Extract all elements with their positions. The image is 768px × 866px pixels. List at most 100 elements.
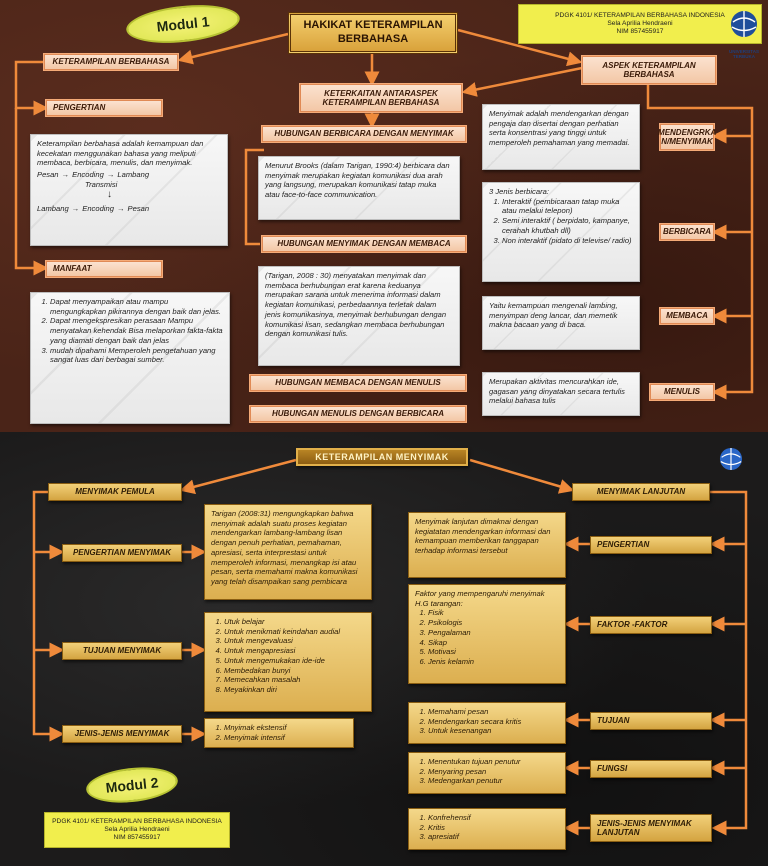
list-item: Non interaktif (pidato di televise/ radi…: [502, 236, 633, 246]
manfaat-content: Dapat menyampaikan atau mampu mengungkap…: [30, 292, 230, 424]
pengertian-label: PENGERTIAN: [53, 103, 106, 113]
hub2-content: (Tarigan, 2008 : 30) menyatakan menyimak…: [258, 266, 460, 366]
pemula-label: MENYIMAK PEMULA: [75, 487, 155, 497]
globe-icon: [731, 11, 757, 37]
keterkaitan-text: KETERKAITAN ANTARASPEK KETERAMPILAN BERB…: [322, 88, 440, 107]
manfaat-list: Dapat menyampaikan atau mampu mengungkap…: [37, 297, 223, 365]
pengertian-menyimak-text: Tarigan (2008:31) mengungkapkan bahwa me…: [211, 509, 358, 587]
title-hakikat-text: HAKIKAT KETERAMPILAN BERBAHASA: [303, 19, 443, 45]
list-item: Memecahkan masalah: [224, 675, 365, 685]
jenis-list: Mnyimak ekstensif Menyimak intensif: [211, 723, 347, 742]
list-item: Untuk mengemukakan ide-ide: [224, 656, 365, 666]
flow2-lambang: Lambang: [37, 203, 69, 213]
membaca-text: Yaitu kemampuan mengenali lambing, menyi…: [489, 301, 618, 330]
fungsi-list: Menentukan tujuan penutur Menyaring pesa…: [415, 757, 559, 786]
list-item: Motivasi: [428, 647, 559, 657]
list-item: Untuk menikmati keindahan audial: [224, 627, 365, 637]
menyimak-node: MENDENGRKA N/MENYIMAK: [658, 124, 716, 150]
pengertian-text: Keterampilan berbahasa adalah kemampuan …: [37, 139, 204, 168]
menulis-node: MENULIS: [650, 384, 714, 400]
jenis-label: JENIS-JENIS MENYIMAK: [74, 729, 170, 739]
faktor-label: FAKTOR -FAKTOR: [597, 620, 668, 630]
flow-row-2: Lambang→ Encoding→ Pesan: [37, 204, 221, 214]
identity-card-top: PDGK 4101/ KETERAMPILAN BERBAHASA INDONE…: [518, 4, 762, 44]
student-name: Sela Aprilia Hendraeni: [104, 825, 170, 833]
list-item: mudah dipahami Memperoleh pengetahuan ya…: [50, 346, 223, 365]
list-item: Menyimak intensif: [224, 733, 347, 743]
arrow-down-icon: ↓: [107, 188, 112, 200]
list-item: Menentukan tujuan penutur: [428, 757, 559, 767]
menyimak-pemula-node: MENYIMAK PEMULA: [48, 483, 182, 501]
list-item: Untuk mengapresiasi: [224, 646, 365, 656]
hub-membaca-menulis-node: HUBUNGAN MEMBACA DENGAN MENULIS: [250, 375, 466, 391]
lanjutan-label: MENYIMAK LANJUTAN: [596, 487, 686, 497]
pengertian-lanjutan-label: PENGERTIAN: [597, 540, 650, 550]
keterampilan-berbahasa-text: KETERAMPILAN BERBAHASA: [52, 57, 170, 67]
jenis-lanjutan-list: Konfrehensif Kritis apresiatif: [415, 813, 559, 842]
aspek-node: ASPEK KETERAMPILAN BERBAHASA: [582, 56, 716, 84]
student-nim: NIM 857455917: [616, 28, 664, 36]
title-menyimak: KETERAMPILAN MENYIMAK: [296, 448, 468, 466]
list-item: Memahami pesan: [428, 707, 559, 717]
menyimak-lanjutan-node: MENYIMAK LANJUTAN: [572, 483, 710, 501]
hub-berbicara-menyimak-node: HUBUNGAN BERBICARA DENGAN MENYIMAK: [262, 126, 466, 142]
list-item: Menyaring pesan: [428, 767, 559, 777]
list-item: Dapat menyampaikan atau mampu mengungkap…: [50, 297, 223, 316]
tujuan-menyimak-content: Utuk belajar Untuk menikmati keindahan a…: [204, 612, 372, 712]
course-code: PDGK 4101/ KETERAMPILAN BERBAHASA INDONE…: [555, 11, 725, 19]
tujuan-lanjutan-node: TUJUAN: [590, 712, 712, 730]
menulis-label: MENULIS: [664, 387, 700, 397]
tujuan-list: Memahami pesan Mendengarkan secara kriti…: [415, 707, 559, 736]
title-hakikat: HAKIKAT KETERAMPILAN BERBAHASA: [288, 12, 458, 54]
jenis-lanjutan-content: Konfrehensif Kritis apresiatif: [408, 808, 566, 850]
manfaat-label: MANFAAT: [53, 264, 92, 274]
list-item: Dapat mengekspresikan perasaan Mampu men…: [50, 316, 223, 345]
menulis-text: Merupakan aktivitas mencurahkan ide, gag…: [489, 377, 625, 406]
flow1-encoding: Encoding: [72, 170, 104, 180]
keterampilan-berbahasa-node: KETERAMPILAN BERBAHASA: [44, 54, 178, 70]
menyimak-text: Menyimak adalah mendengarkan dengan peng…: [489, 109, 630, 148]
title-menyimak-text: KETERAMPILAN MENYIMAK: [315, 451, 449, 462]
modul-1-label: Modul 1: [155, 13, 211, 35]
pengertian-lanjutan-node: PENGERTIAN: [590, 536, 712, 554]
list-item: Untuk kesenangan: [428, 726, 559, 736]
list-item: Sikap: [428, 638, 559, 648]
list-item: Kritis: [428, 823, 559, 833]
list-item: Semi interaktif ( berpidato, kampanye, c…: [502, 216, 633, 235]
aspek-text: ASPEK KETERAMPILAN BERBAHASA: [602, 60, 696, 79]
membaca-content: Yaitu kemampuan mengenali lambing, menyi…: [482, 296, 640, 350]
pengertian-lanjutan-content: Menyimak lanjutan dimaknai dengan kegiat…: [408, 512, 566, 578]
hub1-text: Menurut Brooks (dalam Tarigan, 1990:4) b…: [265, 161, 450, 200]
identity-card-bottom: PDGK 4101/ KETERAMPILAN BERBAHASA INDONE…: [44, 812, 230, 848]
menyimak-content: Menyimak adalah mendengarkan dengan peng…: [482, 104, 640, 170]
hub2-text: (Tarigan, 2008 : 30) menyatakan menyimak…: [265, 271, 447, 339]
fungsi-content: Menentukan tujuan penutur Menyaring pesa…: [408, 752, 566, 794]
membaca-node: MEMBACA: [660, 308, 714, 324]
list-item: Untuk mengevaluasi: [224, 636, 365, 646]
list-item: Mendengarkan secara kritis: [428, 717, 559, 727]
hub3-label: HUBUNGAN MEMBACA DENGAN MENULIS: [275, 378, 441, 388]
hub1-content: Menurut Brooks (dalam Tarigan, 1990:4) b…: [258, 156, 460, 220]
hub4-label: HUBUNGAN MENULIS DENGAN BERBICARA: [272, 409, 444, 419]
pengertian-node: PENGERTIAN: [46, 100, 162, 116]
pengertian-content: Keterampilan berbahasa adalah kemampuan …: [30, 134, 228, 246]
menulis-content: Merupakan aktivitas mencurahkan ide, gag…: [482, 372, 640, 416]
list-item: Pengalaman: [428, 628, 559, 638]
flow-transmisi: Transmisi: [85, 179, 118, 189]
pengertian-lanjutan-text: Menyimak lanjutan dimaknai dengan kegiat…: [415, 517, 551, 556]
list-item: Konfrehensif: [428, 813, 559, 823]
ut-logo-top: UNIVERSITAS TERBUKA: [724, 4, 764, 59]
arrow-right-icon: →: [71, 203, 80, 213]
tujuan-menyimak-node: TUJUAN MENYIMAK: [62, 642, 182, 660]
faktor-node: FAKTOR -FAKTOR: [590, 616, 712, 634]
flow-row-1: Pesan→ Encoding→ Lambang: [37, 170, 221, 180]
student-name: Sela Aprilia Hendraeni: [607, 19, 673, 27]
logo-caption: UNIVERSITAS TERBUKA: [729, 49, 759, 59]
pengertian-menyimak-node: PENGERTIAN MENYIMAK: [62, 544, 182, 562]
flow1-pesan: Pesan: [37, 170, 59, 180]
berbicara-content: 3 Jenis berbicara: Interaktif (pembicara…: [482, 182, 640, 282]
list-item: apresiatif: [428, 832, 559, 842]
hub-menulis-berbicara-node: HUBUNGAN MENULIS DENGAN BERBICARA: [250, 406, 466, 422]
fungsi-label: FUNGSI: [597, 764, 628, 774]
arrow-right-icon: →: [61, 170, 70, 180]
